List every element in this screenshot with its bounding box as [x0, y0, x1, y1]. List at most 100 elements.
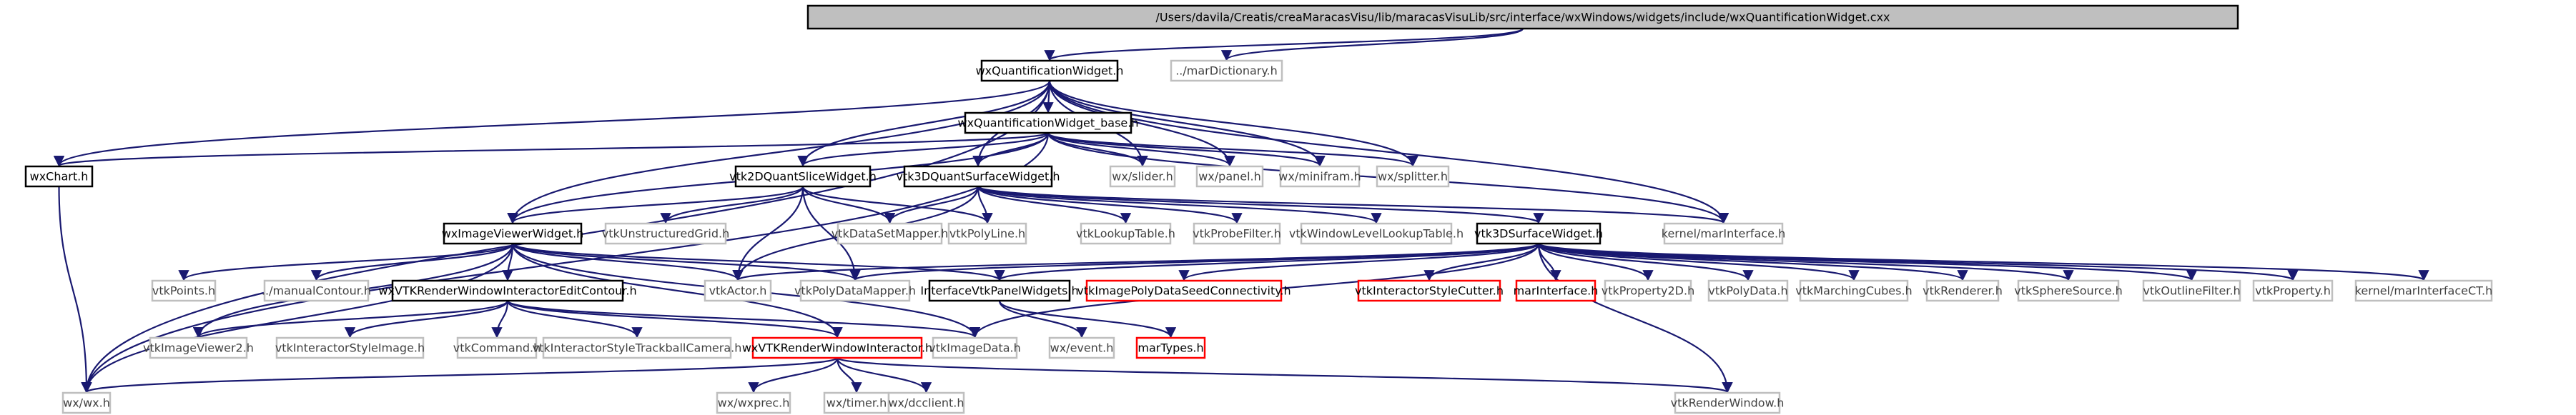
node-vtk3D[interactable]: vtk3DQuantSurfaceWidget.h — [897, 165, 1060, 188]
node-label-ivpw: InterfaceVtkPanelWidgets.h — [920, 284, 1078, 298]
node-cutter[interactable]: vtkInteractorStyleCutter.h — [1355, 279, 1504, 302]
node-label-probe: vtkProbeFilter.h — [1193, 227, 1281, 241]
node-label-wxIVW: wxImageViewerWidget.h — [442, 227, 584, 241]
node-seed[interactable]: vtkImagePolyDataSeedConnectivity.h — [1077, 279, 1291, 302]
node-label-outline: vtkOutlineFilter.h — [2143, 284, 2240, 298]
edge-vtk3DSW-to-kmarCT — [1537, 242, 2429, 281]
node-label-wxQWbase: wxQuantificationWidget_base.h — [958, 116, 1139, 131]
edge-vtk3D-to-wllut — [977, 185, 1382, 224]
node-box-seed — [1085, 279, 1283, 302]
edge-vtk3DSW-to-march — [1537, 242, 1860, 281]
node-property: vtkProperty.h — [2252, 279, 2334, 302]
node-box-wxQWbase — [964, 111, 1132, 134]
edge-vtk3DSW-to-pdMapper — [849, 242, 1540, 281]
node-label-wxVTKedit: wxVTKRenderWindowInteractorEditContour.h — [378, 284, 636, 298]
node-box-panel — [1195, 165, 1264, 188]
node-box-wllut — [1300, 222, 1453, 245]
node-label-kmarCT: kernel/marInterfaceCT.h — [2355, 284, 2493, 298]
node-wxChart[interactable]: wxChart.h — [24, 165, 94, 188]
node-label-minifram: wx/minifram.h — [1278, 170, 1361, 184]
edge-wxVTKedit-to-iv2 — [193, 299, 509, 339]
edge-vtk3D-to-lut — [977, 186, 1132, 224]
node-box-lut — [1080, 222, 1172, 245]
node-box-pdMapper — [799, 279, 911, 302]
node-label-wxQW: wxQuantificationWidget.h — [976, 64, 1124, 78]
node-label-splitter: wx/splitter.h — [1378, 170, 1448, 184]
node-label-isTrack: vtkInteractorStyleTrackballCamera.h — [533, 341, 742, 355]
edge-wxQW-to-vtk2D — [797, 80, 1051, 167]
node-label-timer: wx/timer.h — [826, 396, 887, 410]
edge-vtk3D-to-vtk3DSW — [977, 185, 1544, 224]
node-label-panel: wx/panel.h — [1198, 170, 1261, 184]
node-vtk3DSW[interactable]: vtk3DSurfaceWidget.h — [1474, 222, 1603, 245]
node-box-minifram — [1279, 165, 1361, 188]
node-wxVTKedit[interactable]: wxVTKRenderWindowInteractorEditContour.h — [378, 279, 637, 302]
edge-vtk2D-to-polyLine — [801, 186, 993, 224]
node-box-polyData — [1707, 279, 1789, 302]
node-wllut: vtkWindowLevelLookupTable.h — [1289, 222, 1464, 245]
edge-wxQW-to-wxIVW — [507, 80, 1051, 224]
edge-wxVTK-to-wxwx — [81, 356, 839, 394]
node-label-iv2: vtkImageViewer2.h — [143, 341, 254, 355]
node-probe: vtkProbeFilter.h — [1193, 222, 1281, 245]
node-march: vtkMarchingCubes.h — [1795, 279, 1913, 302]
node-box-wxwx — [61, 391, 112, 414]
edge-root-to-marDict — [1221, 27, 1524, 61]
node-sphere: vtkSphereSource.h — [2014, 279, 2123, 302]
node-box-vtk3D — [903, 165, 1053, 188]
node-label-prop2d: vtkProperty2D.h — [1602, 284, 1694, 298]
node-box-wxprec — [716, 391, 791, 414]
node-label-vtk3D: vtk3DQuantSurfaceWidget.h — [897, 170, 1060, 184]
node-box-points — [151, 279, 217, 302]
node-label-cutter: vtkInteractorStyleCutter.h — [1355, 284, 1504, 298]
edge-wxVTKedit-to-wxVTK — [506, 299, 843, 339]
node-wxQW[interactable]: wxQuantificationWidget.h — [976, 59, 1124, 82]
node-box-wxQW — [980, 59, 1119, 82]
node-label-marDict: ../marDictionary.h — [1175, 64, 1278, 78]
node-wxIVW[interactable]: wxImageViewerWidget.h — [442, 222, 584, 245]
edge-vtk3DSW-to-ivpw — [994, 242, 1540, 281]
node-box-wxIVW — [443, 222, 583, 245]
edge-wxIVW-to-points — [178, 242, 514, 281]
node-label-slider: wx/slider.h — [1112, 170, 1173, 184]
node-box-march — [1799, 279, 1909, 302]
node-label-marIntR: marInterface.h — [1514, 284, 1599, 298]
node-label-root: /Users/davila/Creatis/creaMaracasVisu/li… — [1155, 11, 1890, 24]
node-marIntR[interactable]: marInterface.h — [1514, 279, 1599, 302]
node-outline: vtkOutlineFilter.h — [2142, 279, 2241, 302]
node-box-marIntR — [1515, 279, 1597, 302]
node-label-command: vtkCommand.h — [453, 341, 541, 355]
node-wxQWbase[interactable]: wxQuantificationWidget_base.h — [958, 111, 1139, 134]
node-polyData: vtkPolyData.h — [1707, 279, 1789, 302]
edge-vtk3DSW-to-actor — [732, 242, 1540, 281]
node-box-outline — [2142, 279, 2241, 302]
node-marDict: ../marDictionary.h — [1170, 59, 1283, 82]
edge-wxIVW-to-actor — [511, 243, 744, 281]
node-vtk2D[interactable]: vtk2DQuantSliceWidget.h — [729, 165, 877, 188]
node-label-manual: ../manualContour.h — [262, 284, 371, 298]
edge-wxQWbase-to-wxChart — [54, 131, 1050, 167]
node-box-event — [1048, 336, 1115, 359]
node-label-imgData: vtkImageData.h — [929, 341, 1021, 355]
node-dsMapper: vtkDataSetMapper.h — [831, 222, 948, 245]
edge-wxVTK-to-timer — [836, 357, 862, 394]
edge-vtk3D-to-kmarInt — [977, 185, 1729, 224]
node-root[interactable]: /Users/davila/Creatis/creaMaracasVisu/li… — [806, 4, 2239, 30]
edge-ivpw-to-event — [998, 300, 1087, 339]
node-panel: wx/panel.h — [1195, 165, 1264, 188]
node-slider: wx/slider.h — [1109, 165, 1176, 188]
node-ivpw[interactable]: InterfaceVtkPanelWidgets.h — [920, 279, 1079, 302]
edge-vtk2D-to-pdMapper — [801, 186, 861, 281]
node-iv2: vtkImageViewer2.h — [143, 336, 254, 359]
node-box-splitter — [1376, 165, 1450, 188]
node-box-wxChart — [24, 165, 94, 188]
node-label-unstruct: vtkUnstructuredGrid.h — [602, 227, 729, 241]
node-box-isImage — [275, 336, 425, 359]
edge-wxQWbase-to-vtk2D — [797, 132, 1050, 167]
node-label-vtk2D: vtk2DQuantSliceWidget.h — [729, 170, 877, 184]
edge-wxVTKedit-to-isTrack — [506, 300, 643, 339]
node-box-timer — [823, 391, 890, 414]
node-wxVTK[interactable]: wxVTKRenderWindowInteractor.h — [742, 336, 932, 359]
node-minifram: wx/minifram.h — [1278, 165, 1361, 188]
node-marTypes[interactable]: marTypes.h — [1135, 336, 1206, 359]
